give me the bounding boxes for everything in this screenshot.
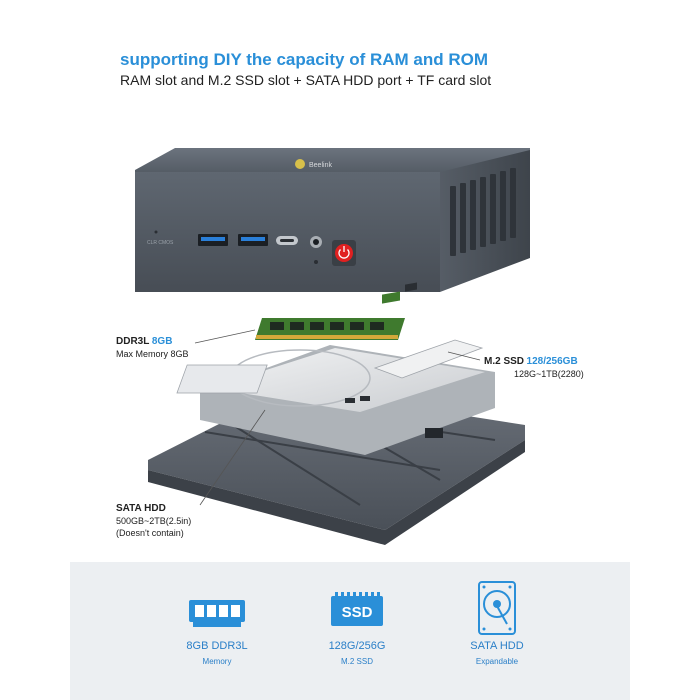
- clr-cmos-label: CLR CMOS: [147, 240, 174, 246]
- hdd-note: (Doesn't contain): [116, 528, 184, 538]
- side-vents: [450, 168, 516, 256]
- clr-cmos-hole: [154, 230, 158, 234]
- page-subtitle: RAM slot and M.2 SSD slot + SATA HDD por…: [120, 72, 492, 88]
- brand-logo-icon: [295, 159, 305, 169]
- ssd-name: M.2 SSD: [484, 356, 525, 367]
- hdd-name: SATA HDD: [116, 503, 166, 514]
- power-button: [335, 244, 353, 262]
- feature-ssd-subtitle: M.2 SSD: [340, 657, 373, 666]
- callout-ram: DDR3L 8GB Max Memory 8GB: [116, 335, 189, 360]
- feature-band: 8GB DDR3L Memory SSD 128G/256G M.2 SSD S…: [70, 562, 630, 700]
- hdd-detail: 500GB~2TB(2.5in): [116, 516, 192, 526]
- sata-connector: [425, 428, 443, 438]
- mini-pc-chassis: Beelink CLR CMOS: [135, 148, 530, 292]
- ram-module: [255, 318, 405, 340]
- usb-port-2: [238, 234, 268, 246]
- feature-hdd: SATA HDD Expandable: [427, 562, 567, 700]
- feature-ram-subtitle: Memory: [202, 657, 232, 666]
- feature-ram: 8GB DDR3L Memory: [147, 562, 287, 700]
- callout-hdd: SATA HDD 500GB~2TB(2.5in) (Doesn't conta…: [116, 502, 191, 539]
- mic-hole: [314, 260, 318, 264]
- m2-ssd: [373, 282, 484, 379]
- feature-hdd-subtitle: Expandable: [475, 657, 519, 666]
- ram-name: DDR3L: [116, 336, 150, 347]
- svg-text:SSD: SSD: [342, 604, 373, 621]
- hdd-icon: [478, 581, 516, 635]
- ssd-capacity: 128/256GB: [526, 356, 578, 367]
- product-illustration: Beelink CLR CMOS: [135, 148, 530, 545]
- feature-ram-title: 8GB DDR3L: [186, 640, 248, 652]
- page-title: supporting DIY the capacity of RAM and R…: [120, 50, 489, 69]
- chassis-front: [135, 172, 440, 292]
- feature-ssd-title: 128G/256G: [328, 640, 386, 652]
- brand-text: Beelink: [309, 162, 332, 169]
- ssd-icon: SSD: [331, 592, 383, 626]
- usb-port-1: [198, 234, 228, 246]
- ssd-detail: 128G~1TB(2280): [514, 369, 584, 379]
- feature-hdd-title: SATA HDD: [470, 640, 524, 652]
- callout-ssd: M.2 SSD 128/256GB 128G~1TB(2280): [484, 355, 584, 380]
- ram-icon: [189, 600, 245, 627]
- power-icon: [338, 249, 350, 259]
- feature-ssd: SSD 128G/256G M.2 SSD: [287, 562, 427, 700]
- ram-detail: Max Memory 8GB: [116, 349, 189, 359]
- ram-capacity: 8GB: [151, 336, 173, 347]
